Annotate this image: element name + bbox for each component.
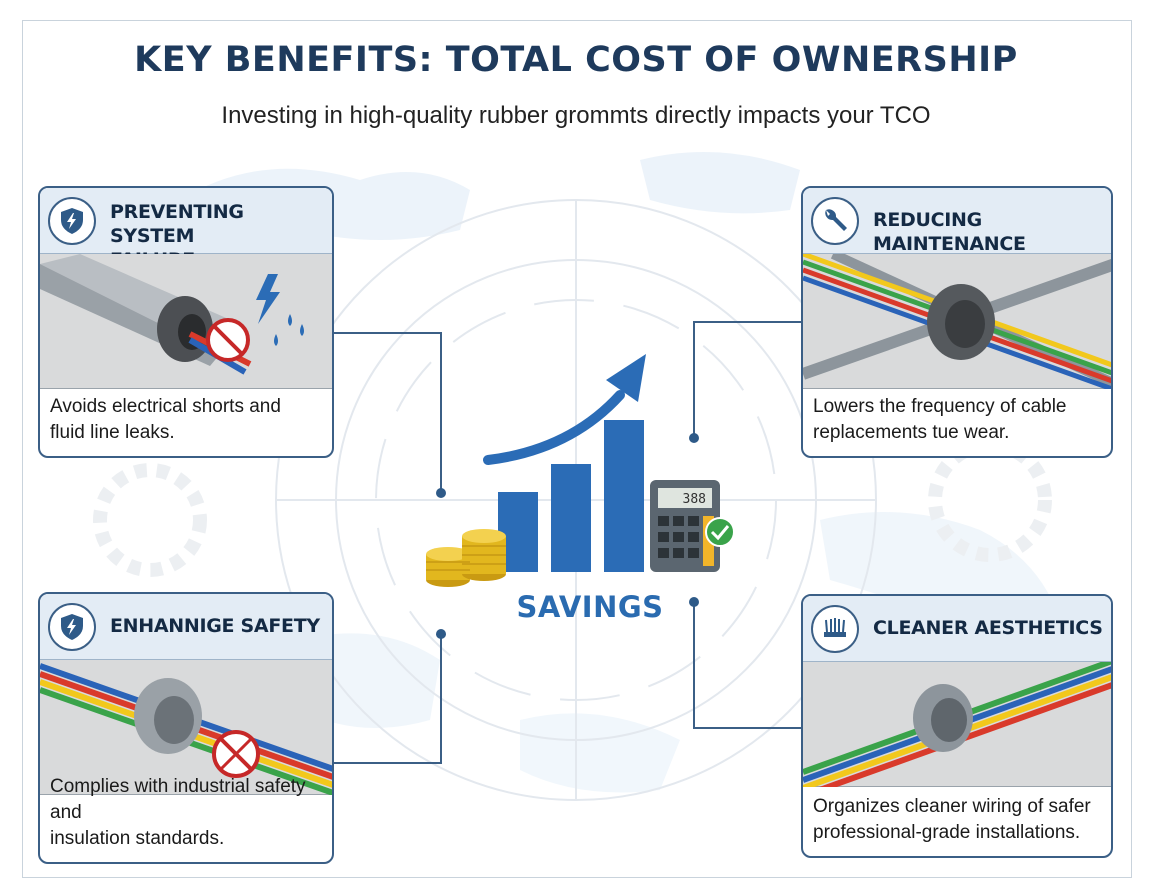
savings-graphic: 388 xyxy=(426,354,735,587)
benefit-card-cleaner-aesthetics: CLEANER AESTHETICS Organizes cleaner wir… xyxy=(801,594,1113,858)
page-title: KEY BENEFITS: TOTAL COST OF OWNERSHIP xyxy=(134,40,1018,80)
grommet-illustration xyxy=(803,658,1111,799)
savings-label: SAVINGS xyxy=(516,590,664,624)
card-description: Complies with industrial safety and insu… xyxy=(50,776,306,849)
benefit-card-preventing-failure: PREVENTING SYSTEM FAILURE Avoids electri… xyxy=(38,186,334,458)
cable-bundle-icon xyxy=(811,605,859,653)
coin-stack-icon xyxy=(426,529,506,587)
card-header: REDUCING MAINTENANCE xyxy=(803,188,1111,255)
card-description: Organizes cleaner wiring of safer profes… xyxy=(813,796,1091,843)
wrench-icon xyxy=(811,197,859,245)
card-header: ENHANNIGE SAFETY xyxy=(40,594,332,660)
grommet-illustration xyxy=(803,249,1111,392)
page-subtitle: Investing in high-quality rubber grommts… xyxy=(221,102,931,129)
shield-lightning-icon xyxy=(48,603,96,651)
calculator-display: 388 xyxy=(683,492,706,507)
upward-arrow-icon xyxy=(483,354,646,465)
card-description: Lowers the frequency of cable replacemen… xyxy=(813,396,1067,443)
grommet-illustration xyxy=(40,254,332,389)
shield-lightning-icon xyxy=(48,197,96,245)
card-header: CLEANER AESTHETICS xyxy=(803,596,1111,662)
card-description: Avoids electrical shorts and fluid line … xyxy=(50,396,281,443)
card-title: REDUCING MAINTENANCE xyxy=(873,209,1026,255)
card-title: CLEANER AESTHETICS xyxy=(873,617,1103,639)
benefit-card-enhancing-safety: ENHANNIGE SAFETY Complies with industria… xyxy=(38,592,334,864)
benefit-card-reducing-maintenance: REDUCING MAINTENANCE Lowers the frequenc… xyxy=(801,186,1113,458)
card-title: ENHANNIGE SAFETY xyxy=(110,615,320,637)
grommet-illustration xyxy=(40,660,332,796)
card-header: PREVENTING SYSTEM FAILURE xyxy=(40,188,332,271)
bar-chart-icon xyxy=(498,420,644,572)
checkmark-icon xyxy=(705,517,735,547)
